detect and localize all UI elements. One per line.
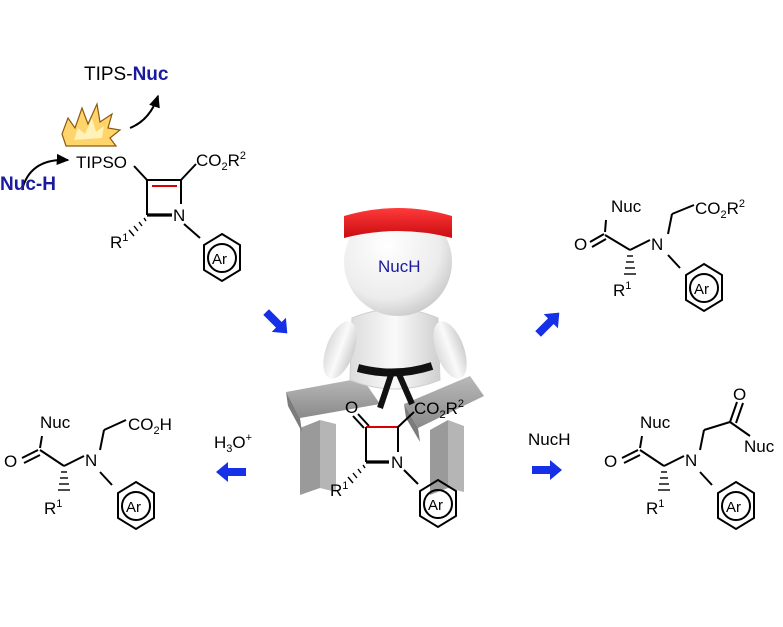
- arrow-down-right-icon: [263, 309, 288, 334]
- azetidinone: O CO2R2 N R1 Ar: [330, 398, 464, 529]
- r1-label: R1: [613, 280, 631, 300]
- co2h-label: CO2H: [128, 415, 172, 437]
- o-label: O: [345, 398, 358, 417]
- ar-label: Ar: [428, 497, 443, 514]
- o-label: O: [4, 452, 17, 471]
- explosion-core: [74, 118, 104, 140]
- tipso-label: TIPSO: [76, 153, 127, 172]
- nuc-label-1: Nuc: [640, 413, 671, 432]
- h3o-condition: H3O+: [214, 432, 252, 455]
- red-headband: [344, 208, 452, 238]
- ar-label: Ar: [212, 251, 227, 268]
- r1-label: R1: [110, 232, 128, 252]
- arrow-right-icon: [532, 460, 562, 480]
- product-ester-amide: Nuc O N CO2R2 R1 Ar: [574, 197, 745, 313]
- o-label-2: O: [733, 385, 746, 404]
- n-label: N: [173, 206, 185, 225]
- tips-nuc-product: TIPS-Nuc: [84, 64, 169, 85]
- nuc-label: Nuc: [40, 413, 71, 432]
- release-arrow-icon: [129, 94, 160, 129]
- head: [344, 208, 452, 316]
- n-label: N: [85, 451, 97, 470]
- r1-label: R1: [646, 498, 664, 518]
- co2r2-label: CO2R2: [695, 198, 745, 221]
- nuc-label-2: Nuc: [744, 437, 775, 456]
- arrow-up-right-icon: [535, 312, 560, 337]
- nuc-h-reagent: Nuc-H: [0, 174, 56, 195]
- starting-azetine: TIPS-Nuc Nuc-H TIPSO CO2R2 N R1 Ar: [0, 64, 246, 283]
- r1-label: R1: [330, 480, 348, 500]
- co2r2-label: CO2R2: [414, 398, 464, 421]
- black-belt: [356, 362, 434, 377]
- o-label: O: [574, 235, 587, 254]
- product-acid-amide: Nuc O N CO2H R1 Ar: [4, 413, 172, 531]
- karate-figure: NucH O CO2R2 N R1 Ar: [286, 208, 484, 529]
- n-label: N: [685, 451, 697, 470]
- co2r2-label: CO2R2: [196, 150, 246, 173]
- ar-label: Ar: [694, 281, 709, 298]
- ar-label: Ar: [726, 499, 741, 516]
- headband-label: NucH: [378, 257, 421, 276]
- r1-label: R1: [44, 498, 62, 518]
- stone-blocks: [286, 376, 484, 495]
- arrow-left-icon: [216, 462, 246, 482]
- product-diamide: Nuc O N O Nuc R1 Ar: [604, 385, 775, 531]
- nuc-label: Nuc: [611, 197, 642, 216]
- nuch-condition: NucH: [528, 430, 571, 449]
- attack-arrow-icon: [21, 153, 70, 191]
- ar-label: Ar: [126, 499, 141, 516]
- o-label-1: O: [604, 452, 617, 471]
- blue-arrows: [216, 309, 562, 482]
- n-label: N: [651, 235, 663, 254]
- n-label: N: [391, 453, 403, 472]
